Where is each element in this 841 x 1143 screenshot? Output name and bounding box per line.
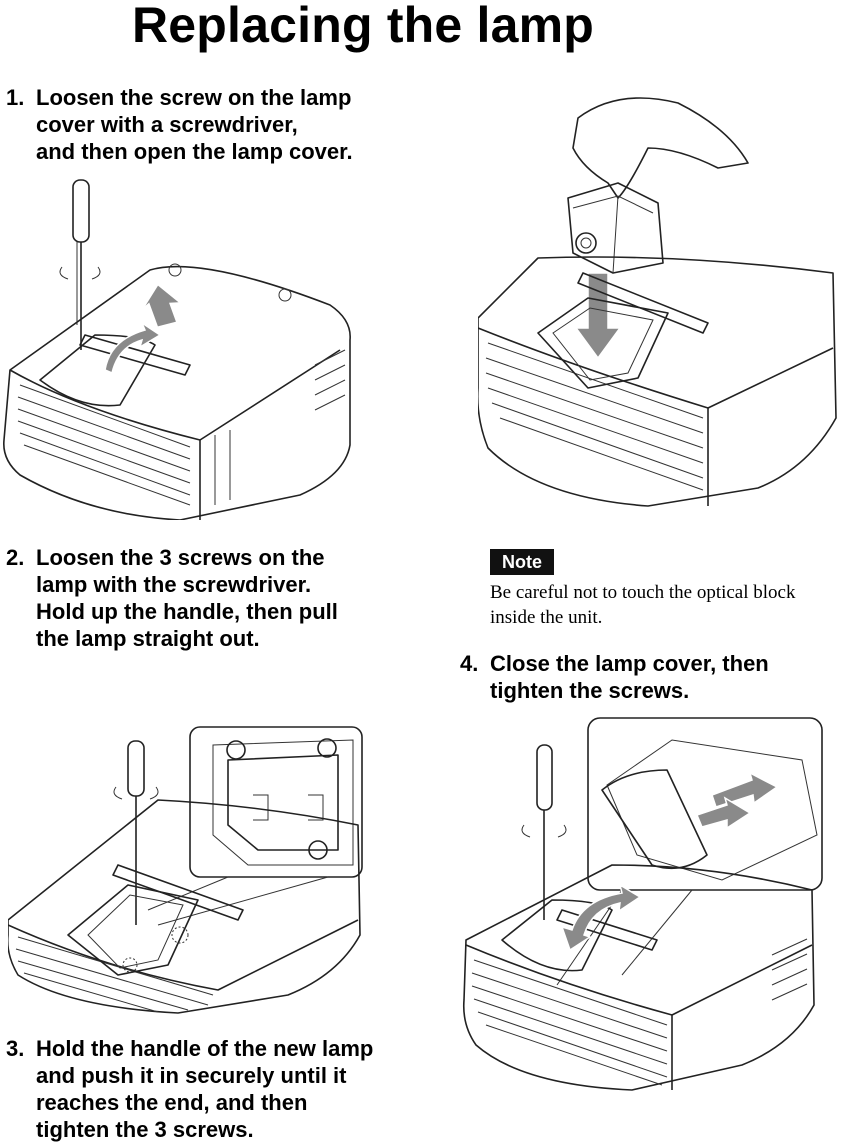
screw-icon [308, 840, 328, 860]
screwdriver-icon [113, 740, 159, 925]
close-cover-illustration [462, 717, 823, 1091]
note-badge: Note [490, 549, 554, 575]
step-line: Loosen the 3 screws on the [36, 545, 325, 570]
step-3: 3. Hold the handle of the new lamp and p… [6, 1035, 416, 1143]
step-line: cover with a screwdriver, [36, 112, 298, 137]
screw-icon [226, 740, 246, 760]
projector-open-cover-illustration [3, 179, 351, 520]
note-line: Be careful not to touch the optical bloc… [490, 582, 796, 603]
step-4: 4. Close the lamp cover, then tighten th… [460, 650, 835, 704]
step-line: tighten the 3 screws. [36, 1117, 254, 1142]
step-number: 2. [6, 545, 25, 570]
step-2: 2. Loosen the 3 screws on the lamp with … [6, 544, 406, 652]
screw-icon [317, 738, 337, 758]
step-line: reaches the end, and then [36, 1090, 308, 1115]
step-line: tighten the screws. [490, 678, 690, 703]
step-1: 1. Loosen the screw on the lamp cover wi… [6, 84, 406, 165]
step-line: Hold up the handle, then pull [36, 599, 338, 624]
step-line: the lamp straight out. [36, 626, 260, 651]
lamp-removal-illustration [478, 97, 837, 507]
note-text: Be careful not to touch the optical bloc… [490, 580, 840, 630]
note-line: inside the unit. [490, 607, 603, 628]
step-line: and push it in securely until it [36, 1063, 347, 1088]
page-title: Replacing the lamp [131, 0, 595, 53]
screwdriver-icon [59, 179, 101, 350]
lamp-insert-screws-illustration [8, 726, 363, 1014]
step-line: and then open the lamp cover. [36, 139, 353, 164]
step-number: 4. [460, 651, 479, 676]
step-number: 3. [6, 1036, 25, 1061]
step-line: lamp with the screwdriver. [36, 572, 312, 597]
step-line: Hold the handle of the new lamp [36, 1036, 374, 1061]
step-number: 1. [6, 85, 25, 110]
step-line: Loosen the screw on the lamp [36, 85, 352, 110]
screwdriver-icon [521, 744, 567, 920]
step-line: Close the lamp cover, then [490, 651, 769, 676]
